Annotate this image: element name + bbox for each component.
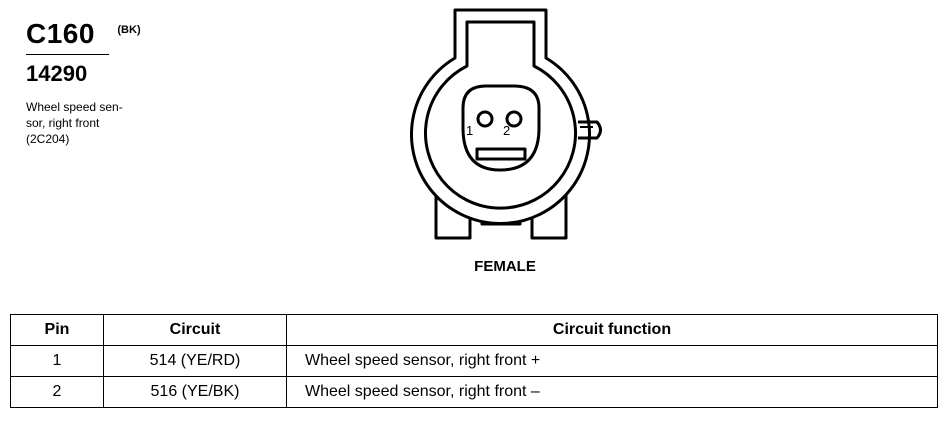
circuit-cell: 516 (YE/BK): [103, 376, 287, 408]
connector-inner-ring: [424, 20, 577, 210]
circuit-function-cell: Wheel speed sensor, right front +: [286, 345, 938, 377]
column-header-pin: Pin: [10, 314, 104, 346]
header-rule: [26, 54, 109, 55]
pin-cell: 1: [10, 345, 104, 377]
connector-header: C160 (BK) 14290 Wheel speed sen- sor, ri…: [26, 18, 226, 147]
connector-housing: [410, 8, 591, 225]
pin-cavity: [461, 84, 541, 172]
circuit-cell: 514 (YE/RD): [103, 345, 287, 377]
connector-face-diagram: 1 2: [410, 8, 602, 240]
connector-gender-label: FEMALE: [474, 258, 536, 275]
connector-latch: [578, 120, 602, 140]
pinout-table: Pin Circuit Circuit function 1 514 (YE/R…: [10, 314, 938, 408]
color-code: (BK): [117, 24, 141, 36]
pin-hole-2: [505, 110, 523, 128]
connector-description: Wheel speed sen- sor, right front (2C204…: [26, 99, 176, 147]
column-header-circuit-function: Circuit function: [286, 314, 938, 346]
column-header-circuit: Circuit: [103, 314, 287, 346]
table-row: 1 514 (YE/RD) Wheel speed sensor, right …: [10, 345, 938, 377]
description-line: sor, right front: [26, 116, 100, 130]
description-line: (2C204): [26, 132, 70, 146]
connector-id: C160: [26, 18, 95, 49]
table-row: 2 516 (YE/BK) Wheel speed sensor, right …: [10, 376, 938, 408]
description-line: Wheel speed sen-: [26, 100, 123, 114]
part-number: 14290: [26, 61, 88, 86]
pin-label-2: 2: [503, 123, 510, 138]
pin-label-1: 1: [466, 123, 473, 138]
key-bar: [475, 147, 527, 161]
circuit-function-cell: Wheel speed sensor, right front –: [286, 376, 938, 408]
pin-cell: 2: [10, 376, 104, 408]
table-header-row: Pin Circuit Circuit function: [10, 314, 938, 346]
pin-hole-1: [476, 110, 494, 128]
